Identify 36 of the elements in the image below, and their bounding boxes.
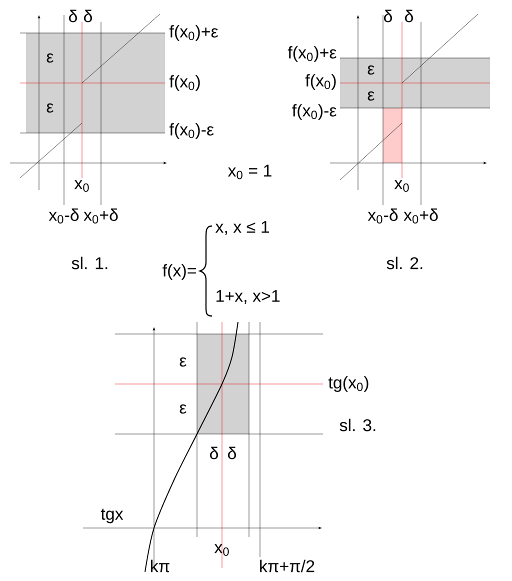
level-label: f(x$_{0}$)+ε (169, 25, 218, 41)
delta-label: δ (384, 10, 392, 22)
formula-text: x, x ≤ 1 (215, 221, 270, 235)
level-label: f(x$_{0}$) (169, 75, 200, 91)
level-label: f(x$_{0}$)-ε (169, 123, 214, 139)
level-label: f(x$_{0}$) (305, 74, 336, 90)
figure-caption: sl. 1. (72, 256, 108, 270)
epsilon-label: ε (368, 91, 374, 101)
figure-caption: sl. 3. (340, 418, 376, 432)
epsilon-label: ε (46, 53, 54, 63)
tick-label: x$_{0}$ (74, 180, 89, 192)
delta-label: δ (69, 10, 77, 22)
epsilon-label: ε (180, 404, 186, 414)
delta-label: δ (210, 446, 218, 460)
level-label: f(x$_{0}$)+ε (288, 46, 336, 62)
formula-text: x$_{0}$ = 1 (228, 164, 272, 180)
formula-text: f(x)= (162, 264, 196, 280)
tick-label: x$_{0}$-δ (48, 208, 79, 224)
epsilon-label: ε (368, 65, 374, 75)
tick-label: x$_{0}$+δ (404, 208, 438, 224)
level-label: tg(x$_{0}$) (328, 376, 368, 392)
formula-text: 1+x, x>1 (216, 290, 280, 304)
curve-label: tgx (100, 508, 124, 524)
tick-label: x$_{0}$ (394, 180, 409, 192)
tick-label: kπ (151, 560, 170, 572)
delta-label: δ (84, 10, 92, 22)
tick-label: x$_{0}$-δ (368, 208, 398, 224)
figure-caption: sl. 2. (386, 256, 422, 270)
delta-label: δ (405, 10, 413, 22)
tick-label: x$_{0}$+δ (84, 208, 118, 224)
tick-label: x$_{0}$ (214, 544, 229, 556)
epsilon-label: ε (180, 357, 186, 367)
epsilon-label: ε (46, 103, 54, 113)
level-label: f(x$_{0}$)-ε (292, 104, 336, 120)
delta-label: δ (228, 446, 236, 460)
tick-label: kπ+π/2 (260, 560, 314, 572)
